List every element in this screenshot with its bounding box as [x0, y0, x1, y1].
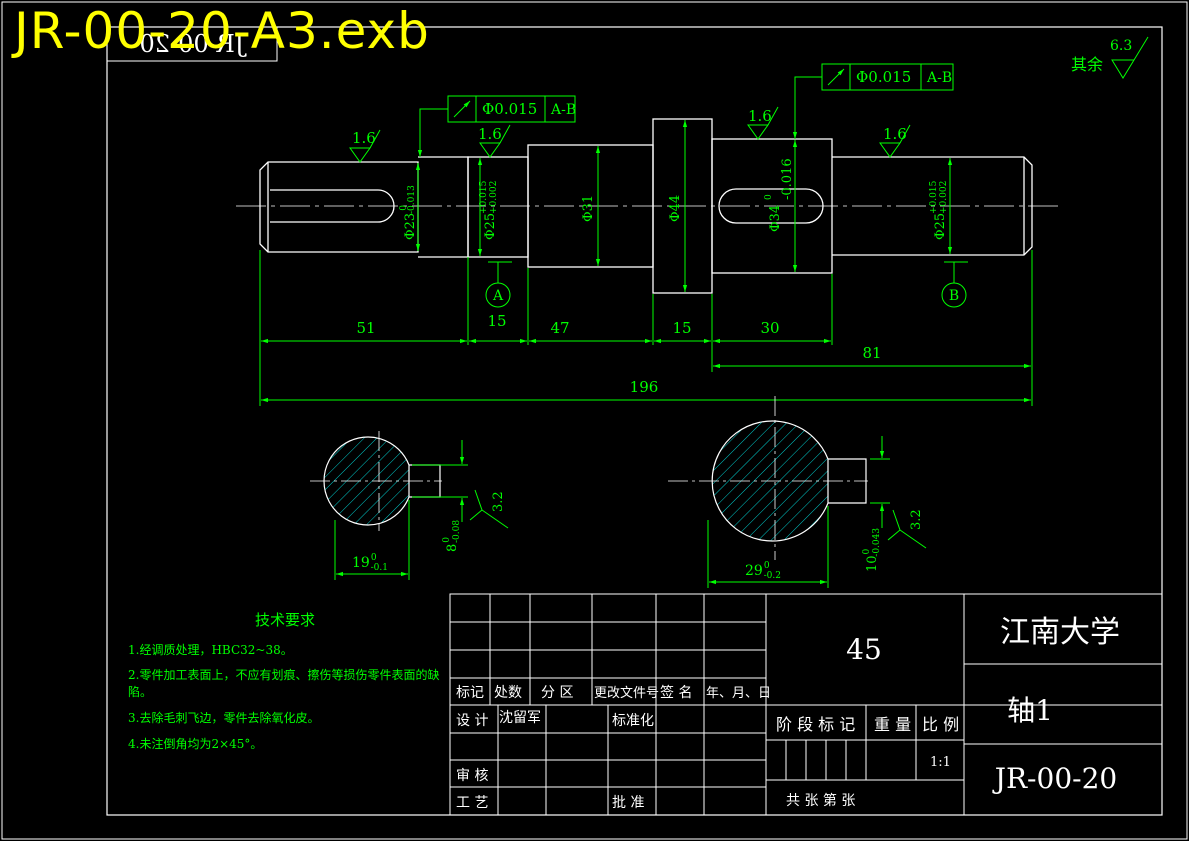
- title-block: [449, 593, 1163, 816]
- tech-req-item-3: 3.去除毛刺飞边，零件去除氧化皮。: [128, 710, 319, 725]
- shaft-outline: [259, 118, 1033, 294]
- tolerance-value-1: Φ0.015: [482, 100, 537, 118]
- designer-name: 沈留军: [499, 710, 541, 726]
- tolerance-frame-2: Φ0.015 A-B: [792, 63, 954, 139]
- diameter-6-label: Φ25: [933, 213, 948, 240]
- section-view-right: 290-0.2 100-0.043 3.2: [668, 396, 927, 588]
- weight-label: 重 量: [874, 715, 911, 734]
- roughness-3: 1.6: [748, 107, 772, 125]
- length-labels: 51 15 47 15 30 81 196: [356, 312, 881, 396]
- row-label-mark: 标记: [456, 685, 484, 701]
- tech-req-item-4: 4.未注倒角均为2×45°。: [128, 736, 262, 751]
- roughness-symbols: [349, 106, 911, 163]
- row-label-signature: 签 名: [660, 684, 692, 701]
- title-block-text: 45 江南大学 轴1 JR-00-20 标记 处数 分 区 更改文件号 签 名 …: [456, 615, 1120, 811]
- tech-req-item-2b: 陷。: [128, 684, 152, 699]
- tolerance-value-2: Φ0.015: [856, 68, 911, 86]
- length-196: 196: [630, 378, 659, 396]
- row-label-zone: 分 区: [541, 685, 573, 701]
- row-label-date: 年、月、日: [706, 686, 771, 701]
- mirrored-code: JR-00-20: [140, 30, 248, 58]
- section-view-left: 190-0.1 80-0.08 3.2: [310, 431, 509, 580]
- row-label-change-doc: 更改文件号: [594, 686, 659, 701]
- review-label: 审 核: [456, 768, 488, 784]
- diameter-5-tol-low: -0.016: [780, 158, 795, 200]
- scale-value: 1:1: [930, 755, 951, 770]
- row-label-count: 处数: [494, 685, 522, 701]
- remaining-roughness: 其余 6.3: [1071, 36, 1149, 79]
- length-51: 51: [356, 319, 375, 337]
- material: 45: [846, 633, 882, 666]
- length-15-b: 15: [672, 319, 691, 337]
- remaining-roughness-value: 6.3: [1110, 38, 1132, 54]
- diameter-2-tol-low: +0.002: [489, 181, 499, 214]
- tech-req-item-1: 1.经调质处理，HBC32~38。: [128, 643, 293, 657]
- section-right-key: 100-0.043: [862, 528, 882, 572]
- scale-label: 比 例: [922, 715, 959, 734]
- length-81: 81: [862, 344, 881, 362]
- roughness-1: 1.6: [352, 129, 376, 147]
- tech-req-title: 技术要求: [255, 611, 315, 629]
- process-label: 工 艺: [456, 795, 488, 811]
- diameter-2-label: Φ25: [483, 213, 498, 240]
- stage-label: 阶 段 标 记: [776, 715, 855, 734]
- tech-req-item-2: 2.零件加工表面上，不应有划痕、擦伤等损伤零件表面的缺: [128, 667, 439, 682]
- diameter-4-label: Φ44: [668, 195, 683, 222]
- datum-b: B: [949, 288, 959, 304]
- diameter-5-label: Φ34: [768, 205, 783, 232]
- length-47: 47: [550, 319, 569, 337]
- standard-label: 标准化: [612, 713, 654, 729]
- technical-requirements: 技术要求 1.经调质处理，HBC32~38。 2.零件加工表面上，不应有划痕、擦…: [128, 611, 439, 751]
- length-30: 30: [760, 319, 779, 337]
- part-name: 轴1: [1007, 694, 1053, 727]
- keyway-right: [718, 188, 824, 224]
- section-right-roughness: 3.2: [909, 509, 924, 530]
- drawing-number: JR-00-20: [992, 762, 1118, 795]
- section-left-width: 190-0.1: [352, 553, 388, 573]
- tolerance-frame-1: Φ0.015 A-B: [417, 95, 576, 157]
- roughness-4: 1.6: [883, 125, 907, 143]
- diameter-3-label: Φ31: [581, 195, 596, 222]
- diameter-1-tol-low: -0.013: [407, 185, 417, 214]
- tolerance-datum-2: A-B: [926, 70, 952, 86]
- datum-markers: [485, 261, 968, 308]
- roughness-2: 1.6: [478, 125, 502, 143]
- keyway-left: [270, 189, 395, 223]
- diameter-1-label: Φ230: [399, 205, 418, 240]
- length-15-a: 15: [487, 312, 506, 330]
- diameter-6-tol-low: +0.002: [939, 181, 949, 214]
- design-label: 设 计: [456, 713, 488, 729]
- school-name: 江南大学: [1000, 615, 1120, 650]
- remaining-roughness-label: 其余: [1071, 55, 1103, 74]
- diameter-2-tol-up: +0.015: [479, 180, 489, 214]
- datum-a: A: [492, 288, 504, 304]
- diameter-6-tol-up: +0.015: [929, 180, 939, 214]
- length-dimension-lines: [259, 250, 1033, 406]
- section-right-width: 290-0.2: [745, 561, 781, 581]
- tolerance-datum-1: A-B: [550, 102, 576, 118]
- approve-label: 批 准: [612, 795, 644, 811]
- sheet-label: 共 张 第 张: [786, 792, 855, 809]
- section-left-roughness: 3.2: [491, 491, 506, 512]
- section-left-key: 80-0.08: [442, 520, 462, 552]
- file-title: JR-00-20-A3.exb: [14, 2, 430, 60]
- diameter-5-tol-up: 0: [764, 194, 774, 200]
- mirrored-code-box: JR-00-20: [106, 26, 278, 62]
- diameter-labels: Φ230 -0.013 Φ25 +0.015 +0.002 Φ31 Φ44 Φ3…: [399, 158, 949, 240]
- diameter-dimension-lines: [415, 120, 953, 292]
